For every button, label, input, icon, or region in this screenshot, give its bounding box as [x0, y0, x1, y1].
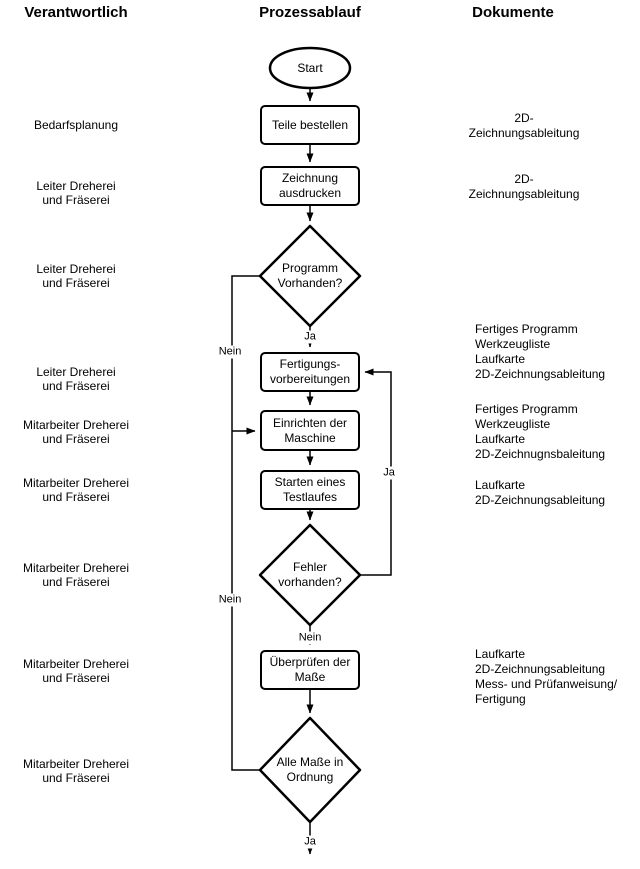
responsible-bedarfsplanung: Bedarfsplanung: [33, 118, 119, 132]
process-einrichten-der-maschine: Einrichten der Maschine: [260, 410, 360, 451]
edge-label-masse-nein: Nein: [216, 593, 244, 607]
document-fertiges-programm-1: Fertiges Programm Werkzeugliste Laufkart…: [475, 322, 606, 381]
edge-label-programm-nein: Nein: [216, 345, 244, 359]
responsible-leiter-1: Leiter Dreherei und Fräserei: [36, 179, 116, 207]
responsible-mitarbeiter-5: Mitarbeiter Dreherei und Fräserei: [22, 757, 130, 785]
start-node-label: Start: [297, 61, 323, 75]
decision-fehler-vorhanden-shape: [258, 523, 362, 627]
start-node-shape: [268, 46, 352, 90]
edge-label-programm-ja: Ja: [302, 330, 318, 344]
edge-label-fehler-nein: Nein: [296, 631, 324, 645]
edge-nein-left-loop: [231, 275, 260, 771]
column-title-prozessablauf: Prozessablauf: [259, 4, 361, 21]
document-laufkarte-2: Laufkarte 2D-Zeichnungsableitung Mess- u…: [475, 647, 618, 706]
edge-label-masse-ja: Ja: [302, 835, 318, 849]
responsible-mitarbeiter-3: Mitarbeiter Dreherei und Fräserei: [22, 561, 130, 589]
document-laufkarte-1: Laufkarte 2D-Zeichnungsableitung: [475, 478, 606, 507]
column-title-verantwortlich: Verantwortlich: [24, 4, 128, 21]
process-starten-testlauf: Starten eines Testlaufes: [260, 470, 360, 510]
process-teile-bestellen: Teile bestellen: [260, 105, 360, 145]
process-fertigungsvorbereitungen: Fertigungs- vorbereitungen: [260, 352, 360, 392]
column-title-dokumente: Dokumente: [472, 4, 554, 21]
responsible-mitarbeiter-2: Mitarbeiter Dreherei und Fräserei: [22, 476, 130, 504]
process-ueberpruefen-der-masse: Überprüfen der Maße: [260, 650, 360, 690]
edge-label-fehler-ja: Ja: [381, 466, 397, 480]
responsible-leiter-2: Leiter Dreherei und Fräserei: [36, 262, 116, 290]
process-zeichnung-ausdrucken: Zeichnung ausdrucken: [260, 166, 360, 206]
decision-alle-masse-shape: [258, 716, 362, 824]
decision-programm-vorhanden-shape: [258, 224, 362, 328]
decision-fehler-vorhanden-label: Fehler vorhanden?: [278, 560, 342, 589]
responsible-leiter-3: Leiter Dreherei und Fräserei: [36, 365, 116, 393]
document-2d-zeichnung-1: 2D- Zeichnungsableitung: [468, 111, 580, 140]
responsible-mitarbeiter-1: Mitarbeiter Dreherei und Fräserei: [22, 418, 130, 446]
decision-programm-vorhanden-label: Programm Vorhanden?: [277, 261, 343, 290]
decision-alle-masse-label: Alle Maße in Ordnung: [276, 755, 344, 784]
document-2d-zeichnung-2: 2D- Zeichnungsableitung: [468, 172, 580, 201]
document-fertiges-programm-2: Fertiges Programm Werkzeugliste Laufkart…: [475, 402, 606, 461]
responsible-mitarbeiter-4: Mitarbeiter Dreherei und Fräserei: [22, 657, 130, 685]
